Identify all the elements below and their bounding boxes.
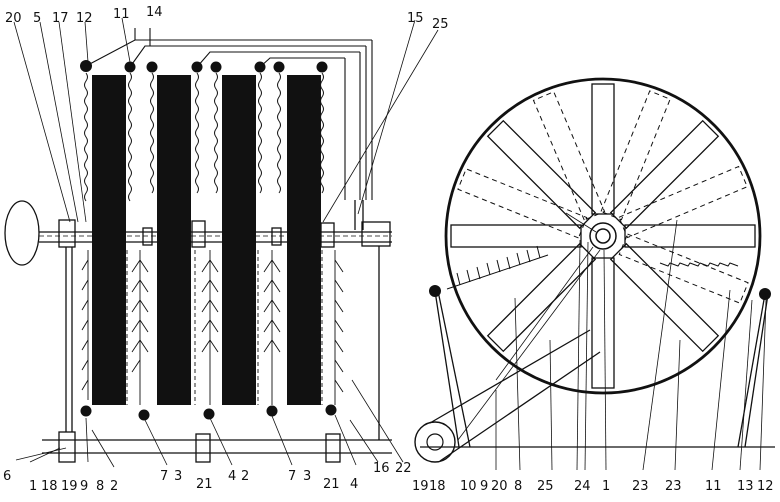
label-18: 18 bbox=[41, 479, 58, 494]
label-19: 19 bbox=[61, 479, 78, 494]
label-7a: 7 bbox=[160, 469, 169, 484]
label-3b: 3 bbox=[303, 469, 312, 484]
right-front-view bbox=[414, 77, 775, 471]
label-25-right: 25 bbox=[537, 479, 554, 494]
label-5: 5 bbox=[33, 11, 42, 26]
label-20-top: 20 bbox=[5, 11, 22, 26]
label-4b: 4 bbox=[350, 477, 359, 492]
label-7b: 7 bbox=[288, 469, 297, 484]
label-12-right: 12 bbox=[757, 479, 774, 494]
label-21a: 21 bbox=[196, 477, 213, 492]
label-14: 14 bbox=[146, 5, 163, 20]
label-11-top: 11 bbox=[113, 7, 130, 22]
label-17: 17 bbox=[52, 11, 69, 26]
black-panel-4 bbox=[287, 75, 321, 405]
label-22: 22 bbox=[395, 461, 412, 476]
black-panel-3 bbox=[222, 75, 256, 405]
left-side-view bbox=[4, 17, 439, 468]
label-23a: 23 bbox=[632, 479, 649, 494]
black-panel-1 bbox=[92, 75, 126, 405]
label-2a: 2 bbox=[110, 479, 119, 494]
label-24: 24 bbox=[574, 479, 591, 494]
label-21b: 21 bbox=[323, 477, 340, 492]
drum bbox=[444, 77, 762, 395]
label-18-right: 18 bbox=[429, 479, 446, 494]
label-16: 16 bbox=[373, 461, 390, 476]
label-23b: 23 bbox=[665, 479, 682, 494]
label-12-top: 12 bbox=[76, 11, 93, 26]
label-4a: 4 bbox=[228, 469, 237, 484]
bearing-block-right bbox=[361, 221, 391, 247]
black-panel-2 bbox=[157, 75, 191, 405]
label-15: 15 bbox=[407, 11, 424, 26]
hub bbox=[589, 222, 617, 250]
label-9-right: 9 bbox=[480, 479, 489, 494]
bearing-block-left bbox=[58, 219, 76, 248]
label-8: 8 bbox=[96, 479, 105, 494]
label-1-right: 1 bbox=[602, 479, 611, 494]
label-1: 1 bbox=[29, 479, 38, 494]
label-20-right: 20 bbox=[491, 479, 508, 494]
label-6: 6 bbox=[3, 469, 12, 484]
label-3a: 3 bbox=[174, 469, 183, 484]
label-13: 13 bbox=[737, 479, 754, 494]
label-19-right: 19 bbox=[412, 479, 429, 494]
label-11-right: 11 bbox=[705, 479, 722, 494]
label-2b: 2 bbox=[241, 469, 250, 484]
label-10: 10 bbox=[460, 479, 477, 494]
label-25-top: 25 bbox=[432, 17, 449, 32]
label-8-right: 8 bbox=[514, 479, 523, 494]
motor bbox=[4, 200, 40, 266]
label-9: 9 bbox=[80, 479, 89, 494]
